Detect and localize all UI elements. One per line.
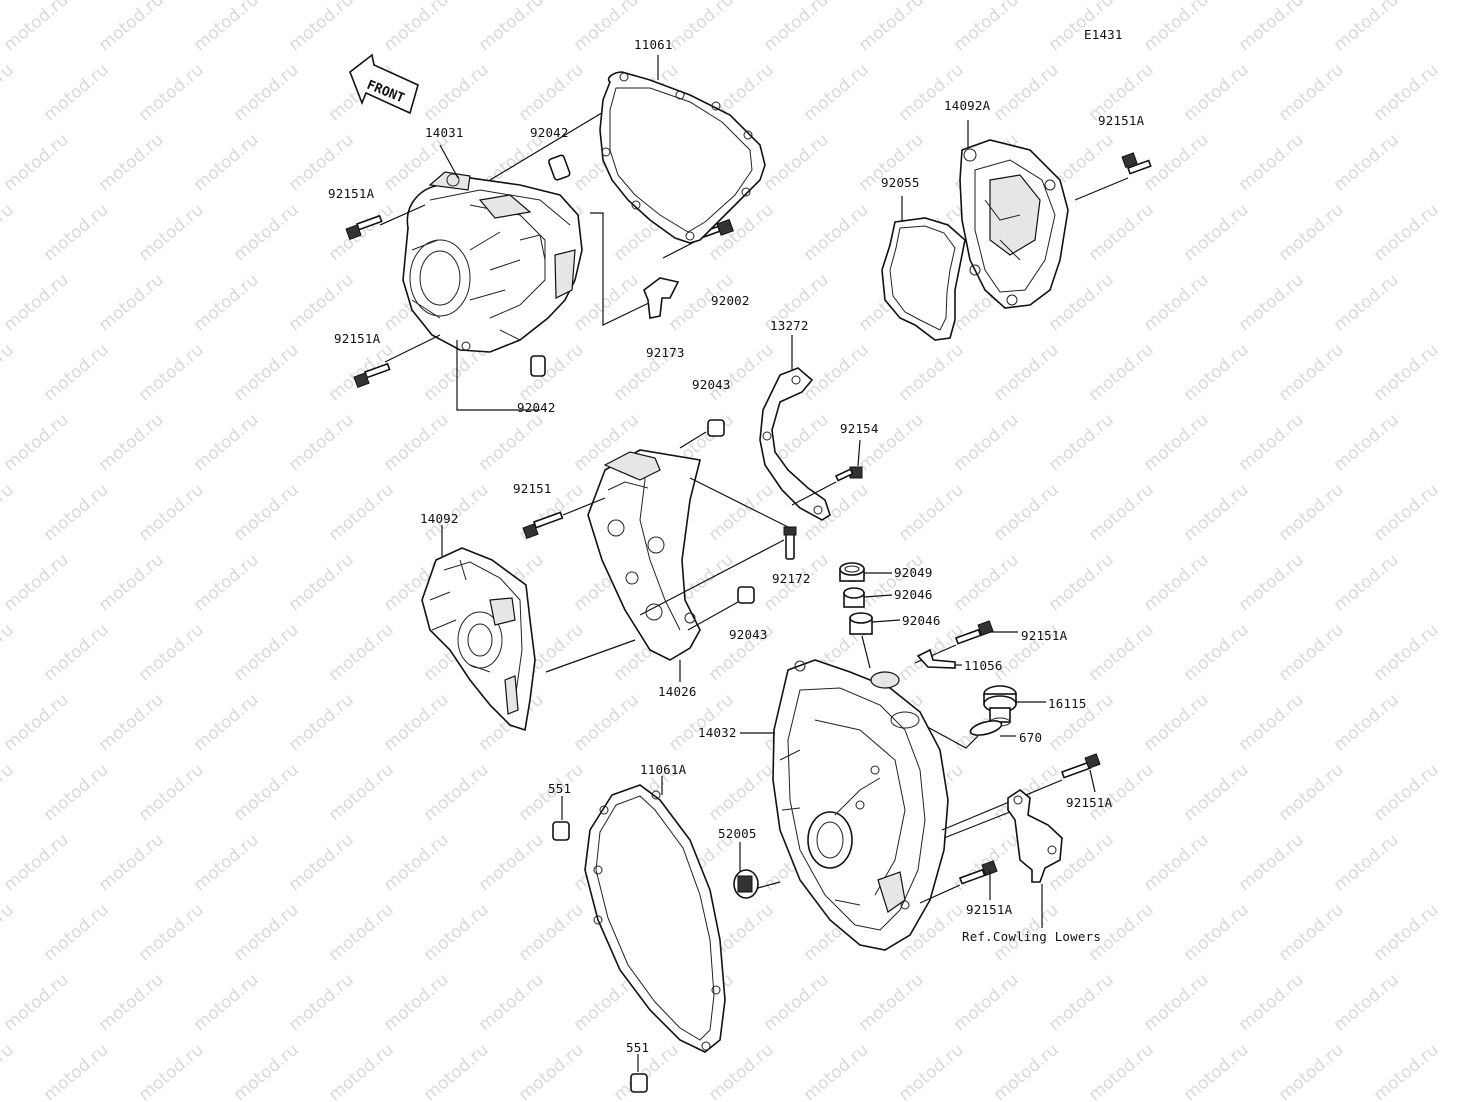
callout-14032: 14032 (698, 725, 737, 740)
callout-92046-a: 92046 (894, 587, 933, 602)
bracket-cowling (1007, 789, 1063, 883)
callout-52005: 52005 (718, 826, 757, 841)
callout-11061A: 11061A (640, 762, 687, 777)
dowel-551-bottom (630, 1073, 648, 1093)
gasket-11061 (599, 71, 766, 244)
dowel-92042-top (548, 154, 571, 181)
bolt-92151A-left-bottom (353, 362, 391, 388)
bolt-92151A-left-top (345, 214, 383, 240)
bearing-92046-b (849, 612, 873, 635)
callout-92172: 92172 (772, 571, 811, 586)
dowel-92042-bottom (530, 355, 546, 377)
bolt-92151A-right-mid (1060, 753, 1101, 779)
callout-92046-b: 92046 (902, 613, 941, 628)
clip-11056 (916, 648, 956, 669)
oring-670 (969, 720, 1003, 736)
cover-14092A (959, 139, 1069, 309)
dowel-551-top (552, 821, 570, 841)
callout-11061: 11061 (634, 37, 673, 52)
callout-92151A-right-mid: 92151A (1066, 795, 1113, 810)
callout-14092A: 14092A (944, 98, 991, 113)
cover-14026 (587, 449, 701, 661)
callout-92042-top: 92042 (530, 125, 569, 140)
gasket-11061A (584, 784, 726, 1053)
callout-92151A-right-top: 92151A (1098, 113, 1145, 128)
callout-92151A-left-top: 92151A (328, 186, 375, 201)
callout-13272: 13272 (770, 318, 809, 333)
bolt-92151A-right-top (1121, 152, 1152, 175)
bolt-92172 (783, 526, 797, 560)
plate-13272 (759, 367, 831, 521)
cover-14092 (421, 547, 536, 732)
callout-92151: 92151 (513, 481, 552, 496)
callout-11056: 11056 (964, 658, 1003, 673)
reference-note: Ref.Cowling Lowers (962, 929, 1102, 944)
callout-551-bottom: 551 (626, 1040, 650, 1055)
bolt-92151-middle (522, 511, 564, 539)
bearing-92046-a (843, 587, 865, 608)
bolt-92151A-right-bottom (958, 860, 998, 885)
part-14031-cover (402, 171, 583, 353)
callout-92151A-left-bottom: 92151A (334, 331, 381, 346)
leader-bracket (456, 340, 540, 411)
gasket-92055 (881, 217, 966, 341)
clamp-92173 (643, 277, 680, 319)
callout-92151A-mid: 92151A (1021, 628, 1068, 643)
cap-52005 (733, 869, 759, 899)
dowel-92043-bottom (737, 586, 755, 604)
callout-92002: 92002 (711, 293, 750, 308)
callout-14092: 14092 (420, 511, 459, 526)
callout-551-top: 551 (548, 781, 572, 796)
seal-92049 (839, 562, 865, 582)
callout-92151A-right-bottom: 92151A (966, 902, 1013, 917)
plug-16115 (983, 685, 1017, 727)
callout-92173: 92173 (646, 345, 685, 360)
bolt-92154 (834, 466, 863, 482)
dowel-92043-top (707, 419, 725, 437)
cover-14032 (772, 659, 949, 951)
callout-14031: 14031 (425, 125, 464, 140)
callout-16115: 16115 (1048, 696, 1087, 711)
diagram-code: E1431 (1084, 27, 1123, 42)
bolt-92151A-mid (954, 620, 994, 645)
callout-92042-bottom: 92042 (517, 400, 556, 415)
callout-670: 670 (1019, 730, 1043, 745)
front-arrow-icon: FRONT (349, 53, 419, 115)
callout-92049: 92049 (894, 565, 933, 580)
callout-92154: 92154 (840, 421, 879, 436)
callout-92043-top: 92043 (692, 377, 731, 392)
callout-14026: 14026 (658, 684, 697, 699)
callout-92055: 92055 (881, 175, 920, 190)
leader-bracket (590, 212, 656, 326)
callout-92043-bottom: 92043 (729, 627, 768, 642)
